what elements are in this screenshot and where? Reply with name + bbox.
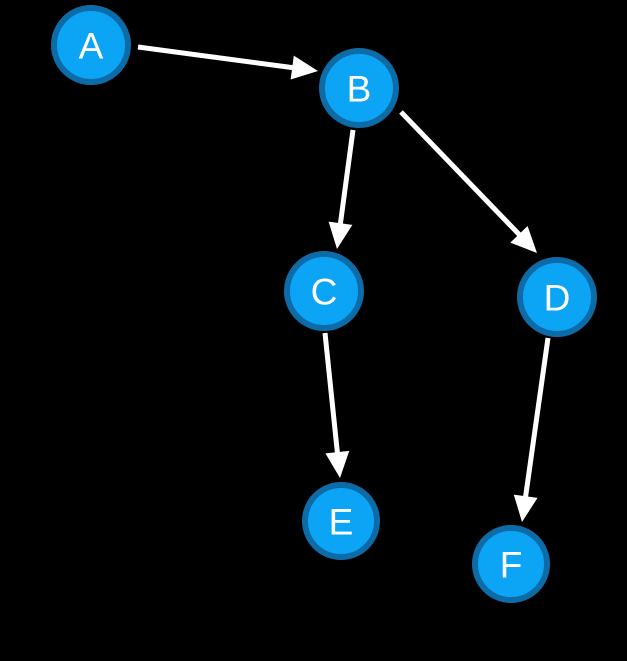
- node-circle[interactable]: [51, 5, 131, 85]
- graph-edge: [513, 337, 551, 522]
- graph-edge: [322, 332, 350, 478]
- node-circle[interactable]: [284, 251, 364, 331]
- nodes-layer: A B C D E F: [51, 5, 597, 603]
- graph-edge: [399, 110, 537, 253]
- edge-line: [322, 332, 341, 457]
- node-label: A: [79, 26, 104, 67]
- graph-edge: [137, 44, 318, 80]
- graph-edge: [328, 129, 356, 249]
- node-label: E: [329, 502, 354, 543]
- node-circle[interactable]: [472, 525, 550, 603]
- node-circle[interactable]: [517, 257, 597, 337]
- graph-node-e[interactable]: E: [302, 482, 380, 560]
- edge-line: [337, 129, 356, 228]
- edges-layer: [137, 44, 551, 522]
- node-label: D: [544, 278, 571, 319]
- node-circle[interactable]: [302, 482, 380, 560]
- edge-line: [399, 110, 524, 239]
- graph-node-b[interactable]: B: [319, 48, 399, 128]
- graph-node-c[interactable]: C: [284, 251, 364, 331]
- node-label: F: [500, 545, 523, 586]
- arrow-head-icon: [290, 55, 318, 80]
- node-circle[interactable]: [319, 48, 399, 128]
- arrow-head-icon: [513, 494, 538, 522]
- arrow-head-icon: [510, 225, 537, 253]
- graph-node-d[interactable]: D: [517, 257, 597, 337]
- graph-node-f[interactable]: F: [472, 525, 550, 603]
- node-label: B: [347, 69, 372, 110]
- graph-node-a[interactable]: A: [51, 5, 131, 85]
- edge-line: [137, 44, 297, 71]
- arrow-head-icon: [328, 221, 353, 249]
- edge-line: [522, 337, 551, 501]
- arrow-head-icon: [325, 450, 350, 478]
- node-label: C: [311, 272, 338, 313]
